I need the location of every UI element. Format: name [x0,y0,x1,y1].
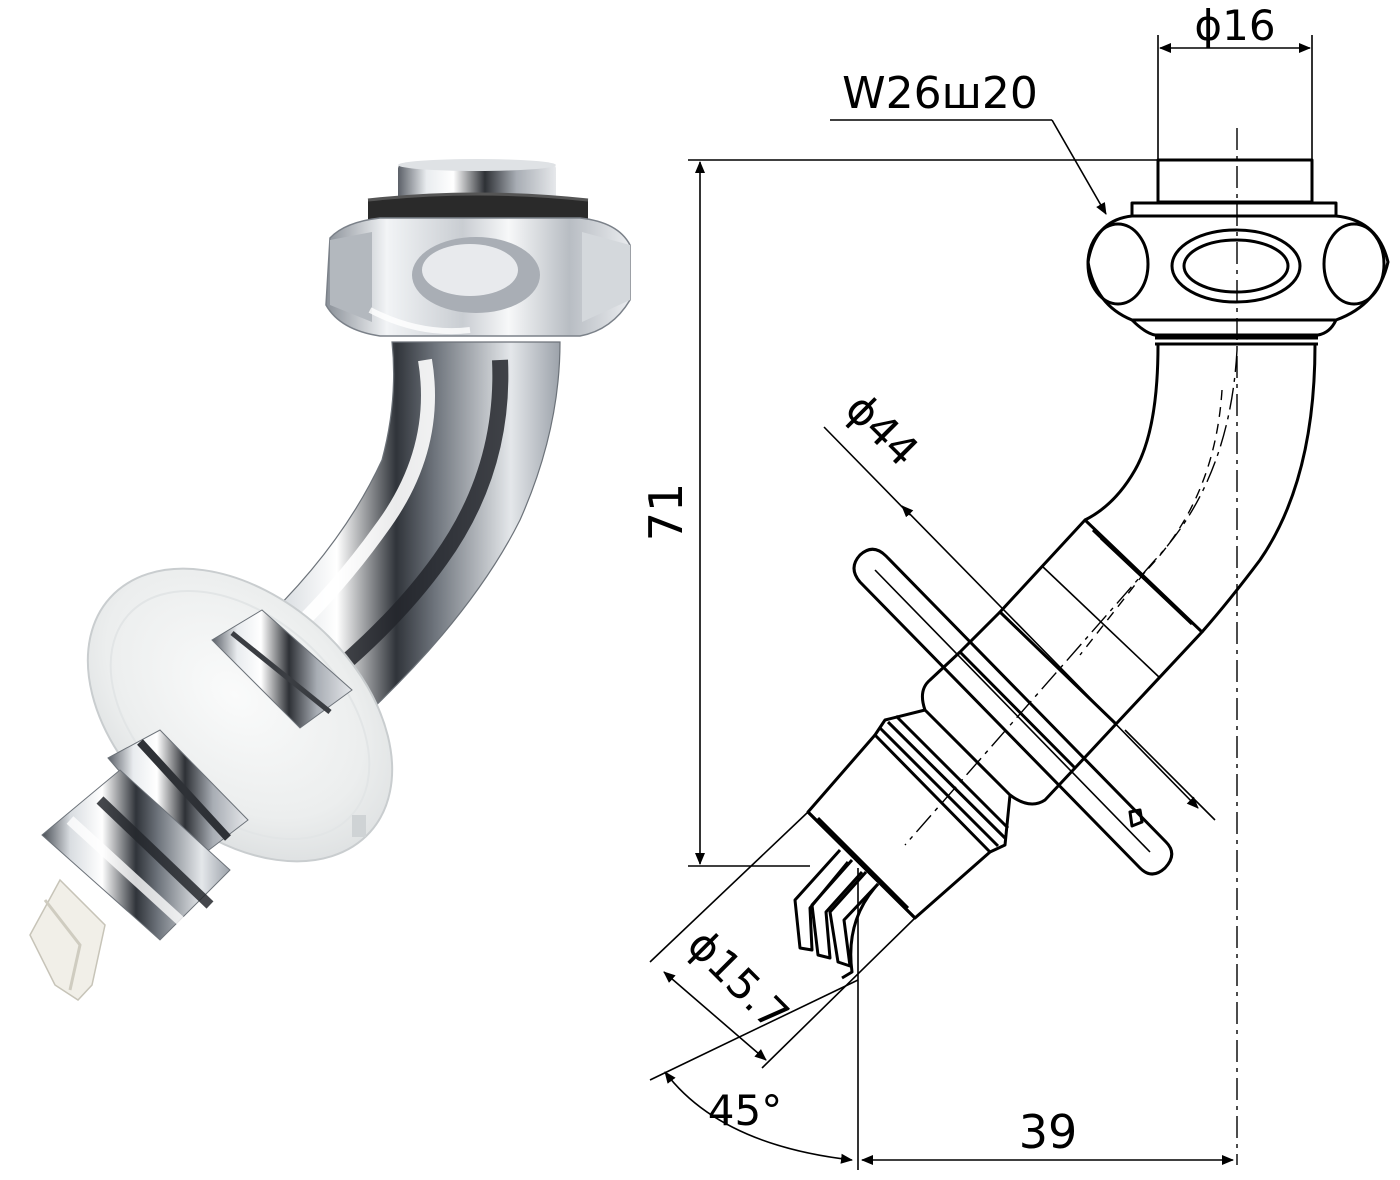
dim-flange-diameter: ϕ44 [823,384,1216,821]
width-label: 39 [1019,1105,1078,1159]
product-photo [29,159,631,1001]
thread-callout-label: W26ш20 [842,68,1038,119]
technical-drawing: ϕ16 W26ш20 71 ϕ44 ϕ15.7 [639,1,1390,1170]
drawing-collar [998,518,1204,726]
drawing-outlet [793,848,880,980]
drawing-hex-nut [1086,201,1390,346]
dim-inlet-diameter: ϕ15.7 [649,811,916,1069]
top-diameter-label: ϕ16 [1194,1,1275,50]
lower-body [41,729,249,941]
flange-diameter-label: ϕ44 [836,384,928,476]
dim-height: 71 [639,159,1158,867]
drawing-lower-neck [873,610,1118,854]
tube-collar [211,609,353,729]
inlet-diameter-label: ϕ15.7 [678,920,798,1040]
drawing-top-nipple [1156,158,1314,204]
dim-top-diameter: ϕ16 [1157,1,1313,160]
plastic-outlet [29,878,106,1001]
drawing-lower-body [806,734,991,920]
dim-thread: W26ш20 [830,68,1107,215]
height-label: 71 [639,483,693,542]
angle-label: 45° [708,1086,782,1135]
dim-width: 39 [861,1105,1234,1165]
hex-nut [325,217,631,337]
dim-angle: 45° [649,868,859,1170]
